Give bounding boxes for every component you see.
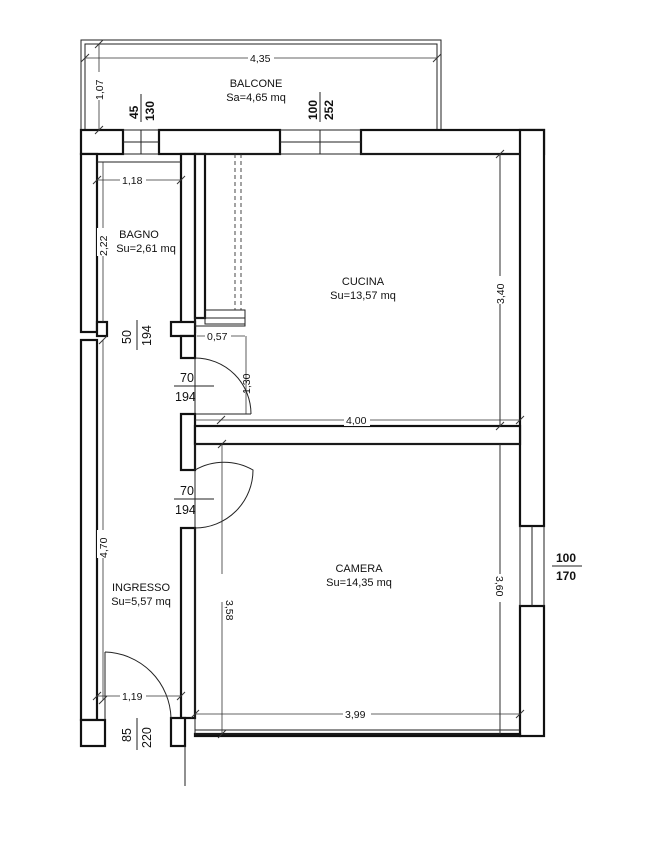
dim-camera-width: 3,99: [345, 709, 366, 721]
cucina-name: CUCINA: [342, 276, 385, 288]
room-labels: BALCONE Sa=4,65 mq BAGNO Su=2,61 mq CUCI…: [111, 78, 396, 608]
balcone-area: Sa=4,65 mq: [226, 92, 286, 104]
dim-cucina-height: 3,40: [495, 283, 507, 304]
opening-texts: 45 130 100 252 50 194 70 194 70 194 100 …: [120, 92, 582, 750]
dim-bagno-height: 2,22: [98, 235, 110, 256]
dimension-texts: 4,35 1,07 1,18 2,22 3,40 4,00 0,57 1,30 …: [94, 53, 507, 721]
cucina-window-w: 100: [306, 100, 320, 120]
cucina-door-h: 194: [175, 390, 196, 404]
dim-cucina-width: 4,00: [346, 415, 367, 427]
ingresso-area: Su=5,57 mq: [111, 596, 171, 608]
entry-door-w: 85: [120, 728, 134, 742]
ingresso-name: INGRESSO: [112, 582, 171, 594]
dim-cucina-niche: 0,57: [207, 331, 228, 343]
dim-camera-right: 3,60: [493, 576, 505, 597]
camera-door-h: 194: [175, 503, 196, 517]
bagno-area: Su=2,61 mq: [116, 243, 176, 255]
dim-corridor: 1,30: [241, 373, 253, 394]
camera-window-h: 170: [556, 569, 576, 583]
bagno-door-w: 50: [120, 330, 134, 344]
cucina-area: Su=13,57 mq: [330, 290, 396, 302]
walls: [79, 128, 546, 748]
dim-ingresso-height: 4,70: [98, 537, 110, 558]
cucina-door-w: 70: [180, 371, 194, 385]
entry-door-h: 220: [140, 727, 154, 748]
dim-text-backgrounds: [93, 52, 506, 720]
dim-bagno-width: 1,18: [122, 175, 143, 187]
camera-name: CAMERA: [335, 563, 383, 575]
dim-camera-left: 3,58: [223, 600, 235, 621]
bagno-window-w: 45: [127, 105, 141, 119]
bagno-name: BAGNO: [119, 229, 159, 241]
inner-wall-lines: [97, 153, 520, 735]
doors: [104, 357, 254, 786]
dim-balcone-depth: 1,07: [94, 79, 106, 100]
bagno-window-h: 130: [143, 101, 157, 121]
camera-area: Su=14,35 mq: [326, 577, 392, 589]
cucina-window-h: 252: [322, 100, 336, 120]
windows: [123, 129, 545, 606]
camera-door-w: 70: [180, 484, 194, 498]
dim-balcone-width: 4,35: [250, 53, 271, 65]
dim-ingresso-width: 1,19: [122, 691, 143, 703]
kitchen-niche: [194, 154, 246, 327]
bagno-door-h: 194: [140, 325, 154, 346]
camera-window-w: 100: [556, 551, 576, 565]
balcone-name: BALCONE: [230, 78, 283, 90]
